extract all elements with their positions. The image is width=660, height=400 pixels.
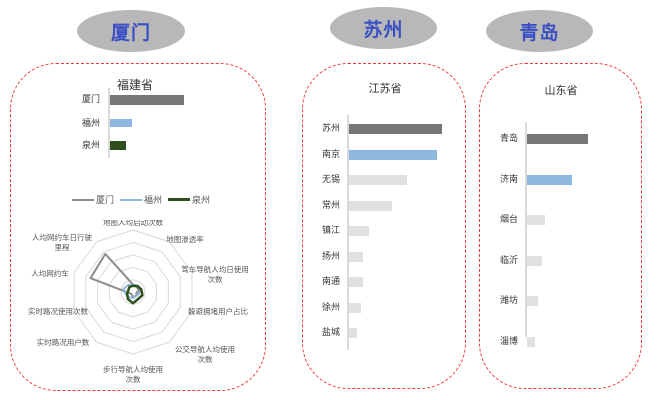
legend-line-icon [72, 198, 94, 201]
radar-chart: 地图人均启动次数地图渗透率驾车导航人均日使用次数躲避拥堵用户占比公交导航人均使用… [28, 220, 249, 384]
radar-axis-label: 人均网约车 [31, 268, 69, 278]
bar-label: 南通 [321, 277, 340, 287]
legend-line-icon [168, 198, 191, 201]
radar-series [89, 252, 144, 305]
bar-label: 徐州 [321, 302, 340, 313]
bar-label: 济南 [499, 174, 518, 185]
legend-item-quanzhou: 泉州 [168, 193, 210, 206]
bar [527, 134, 588, 144]
bar-xiamen [110, 95, 184, 105]
bar-label: 泉州 [81, 141, 100, 151]
axis-line [108, 88, 110, 158]
radar-axis-label: 人均网约车日行驶 [32, 232, 92, 242]
bar [527, 296, 538, 306]
radar-axis-label: 次数 [208, 274, 223, 284]
city-title: 厦门 [110, 21, 151, 44]
bar [349, 277, 363, 287]
radar-series-2 [125, 284, 144, 305]
legend-label: 泉州 [192, 196, 211, 206]
panel-jiangsu [302, 63, 466, 389]
radar-axis-label: 步行导航人均使用 [103, 364, 163, 374]
bar-chart-fujian: 厦门 福州 泉州 [70, 88, 220, 158]
bar [349, 149, 438, 160]
bar-label: 常州 [321, 200, 340, 211]
legend-item-xiamen: 厦门 [72, 193, 114, 206]
bar [527, 215, 546, 225]
radar-ring [108, 266, 158, 318]
radar-ring [85, 241, 181, 343]
bar-label: 临沂 [499, 255, 518, 266]
chart-title-jiangsu: 江苏省 [368, 82, 402, 95]
bar-label: 烟台 [499, 215, 518, 225]
bar-label: 福州 [81, 119, 100, 129]
axis-line [347, 115, 349, 350]
radar-ring [97, 254, 169, 330]
radar-axis-labels: 地图人均启动次数地图渗透率驾车导航人均日使用次数躲避拥堵用户占比公交导航人均使用… [28, 220, 249, 384]
radar-axis-label: 地图人均启动次数 [103, 220, 163, 227]
legend-item-fuzhou: 福州 [120, 193, 162, 206]
city-title: 青岛 [519, 21, 560, 44]
bar [349, 175, 407, 185]
bar-quanzhou [110, 141, 126, 150]
bar-label: 盐城 [321, 328, 340, 338]
legend-line-icon [120, 198, 143, 201]
bar [349, 200, 392, 211]
radar-axis-label: 地图渗透率 [166, 234, 204, 244]
radar-axis-label: 实时路况用户数 [37, 337, 90, 347]
bar-chart-shandong: 青岛济南烟台临沂潍坊淄博 [488, 122, 638, 347]
bar [349, 124, 442, 134]
legend-label: 厦门 [96, 196, 115, 206]
bar-label: 无锡 [321, 175, 340, 185]
bar-label: 厦门 [81, 95, 100, 105]
bar-label: 潍坊 [499, 296, 518, 306]
radar-axis-label: 里程 [55, 243, 70, 252]
chart-title-shandong: 山东省 [544, 84, 578, 97]
bar [349, 251, 363, 262]
bar-fuzhou [110, 119, 132, 127]
radar-axis-label: 驾车导航人均日使用 [181, 264, 249, 274]
city-pill-xiamen: 厦门 [77, 10, 185, 52]
radar-axis-label: 次数 [126, 374, 141, 384]
bar [527, 174, 572, 185]
bar-label: 苏州 [321, 124, 340, 134]
bar [349, 226, 369, 236]
city-pill-qingdao: 青岛 [486, 10, 593, 52]
axis-line [525, 122, 527, 337]
bar [527, 336, 535, 347]
radar-axis-label: 次数 [198, 354, 213, 364]
legend-label: 福州 [144, 196, 163, 206]
bar-label: 淄博 [499, 336, 518, 347]
radar-ring [73, 229, 193, 355]
bar-label: 南京 [321, 149, 340, 160]
bar [349, 328, 358, 338]
bar-label: 扬州 [321, 251, 340, 262]
radar-axis-label: 实时路况使用次数 [28, 306, 88, 316]
city-title: 苏州 [363, 18, 404, 41]
bar [349, 302, 362, 313]
panel-shandong [479, 63, 642, 389]
bar-chart-jiangsu: 苏州南京无锡常州镇江扬州南通徐州盐城 [310, 115, 460, 350]
radar-grid [73, 229, 193, 355]
chart-title-fujian: 福建省 [116, 78, 153, 92]
panel-fujian [10, 63, 266, 391]
bar [527, 255, 543, 266]
radar-legend: 厦门 福州 泉州 [72, 193, 216, 206]
radar-axis-label: 躲避拥堵用户占比 [188, 306, 248, 316]
bar-label: 镇江 [321, 226, 340, 236]
city-pill-suzhou: 苏州 [330, 7, 437, 49]
radar-axis-label: 公交导航人均使用 [175, 344, 235, 354]
bar-label: 青岛 [499, 134, 518, 144]
